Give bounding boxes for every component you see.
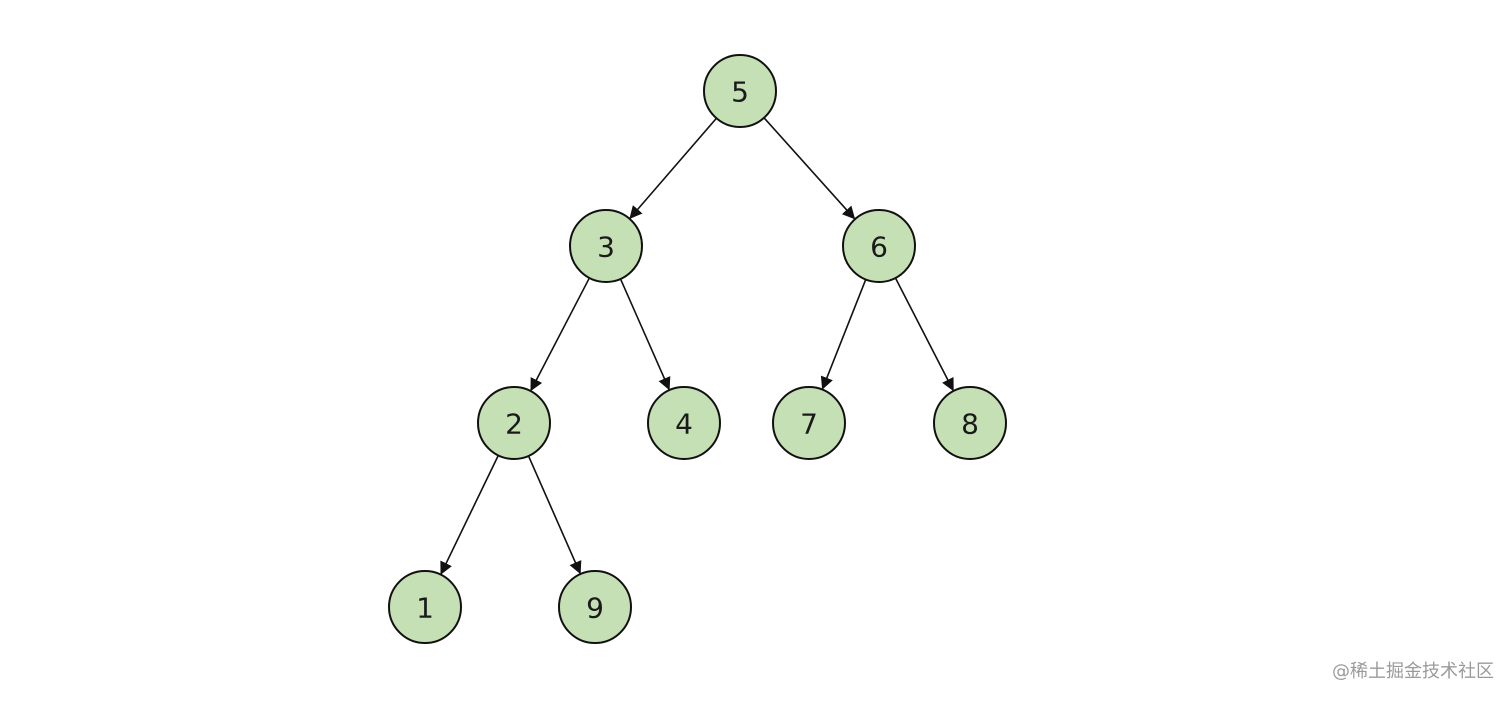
edge-n5-to-n3: [629, 117, 718, 219]
edge-n2-to-n9: [527, 455, 582, 575]
edge-n5-to-n6: [763, 117, 856, 220]
edge-n3-to-n2: [530, 277, 591, 392]
edge-n6-to-n7: [820, 279, 867, 390]
node-label: 1: [416, 592, 434, 625]
node-label: 5: [731, 76, 749, 109]
node-label: 7: [800, 408, 818, 441]
edges-layer: [440, 117, 954, 575]
tree-node-9: 9: [558, 570, 632, 644]
edge-n3-to-n4: [619, 278, 671, 391]
node-label: 4: [675, 408, 693, 441]
tree-node-6: 6: [842, 209, 916, 283]
node-label: 3: [597, 231, 615, 264]
tree-node-4: 4: [647, 386, 721, 460]
tree-node-2: 2: [477, 386, 551, 460]
tree-node-7: 7: [772, 386, 846, 460]
tree-node-5: 5: [703, 54, 777, 128]
tree-node-8: 8: [933, 386, 1007, 460]
tree-node-3: 3: [569, 209, 643, 283]
tree-node-1: 1: [388, 570, 462, 644]
edge-n2-to-n1: [440, 455, 500, 575]
edge-n6-to-n8: [894, 277, 954, 392]
node-label: 6: [870, 231, 888, 264]
node-label: 9: [586, 592, 604, 625]
node-label: 8: [961, 408, 979, 441]
node-label: 2: [505, 408, 523, 441]
watermark: @稀土掘金技术社区: [1332, 661, 1494, 682]
